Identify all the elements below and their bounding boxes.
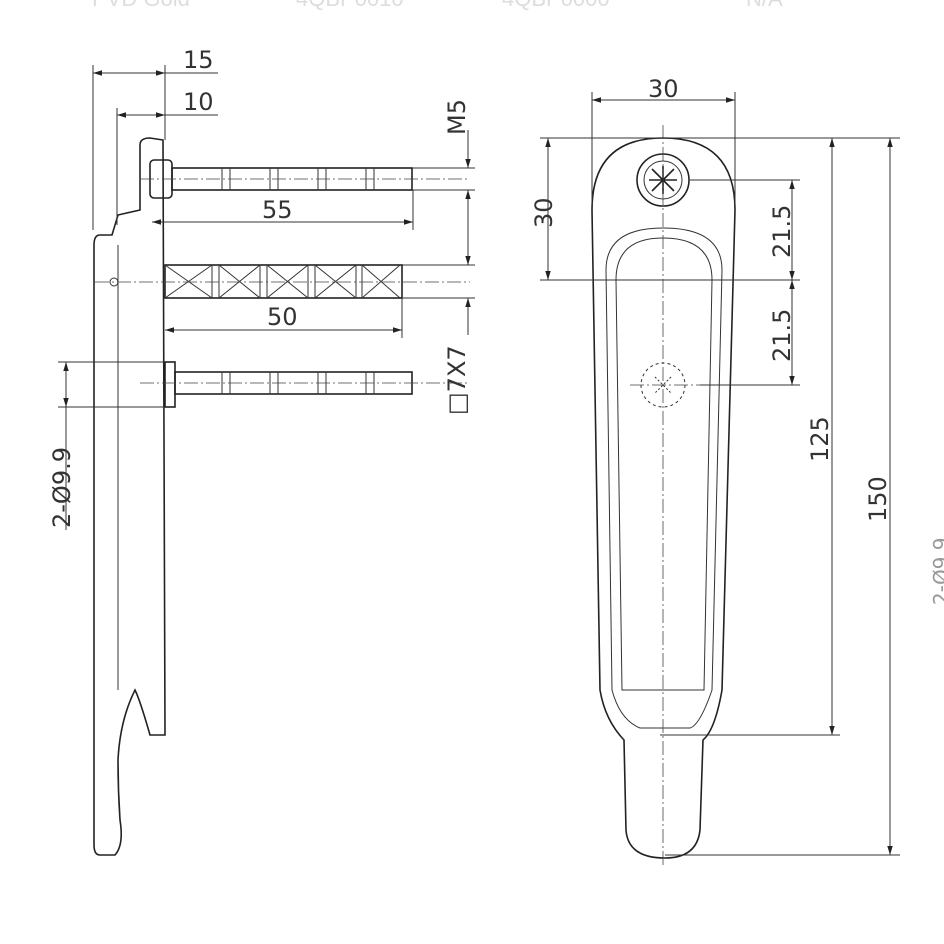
dim-125: 125 <box>806 416 834 462</box>
handle-body-profile <box>93 137 166 856</box>
dim-top-30: 30 <box>530 197 558 228</box>
handle-grip <box>615 237 713 691</box>
header-code-2: 4QBP0000 <box>502 0 610 11</box>
dim-50: 50 <box>267 303 298 331</box>
dim-150: 150 <box>864 476 892 522</box>
dim-width-30: 30 <box>648 75 679 103</box>
dim-55: 55 <box>262 196 293 224</box>
header-code-1: 4QBP0010 <box>296 0 404 11</box>
square-spindle <box>164 264 403 299</box>
dim-21-5-upper: 21.5 <box>768 205 796 258</box>
handle-outline <box>591 137 736 859</box>
dim-spindle-section: □7X7 <box>443 345 471 415</box>
bottom-screw <box>164 361 413 408</box>
dim-holes: 2-Ø9.9 <box>48 447 76 528</box>
front-view: 30 30 21.5 21.5 125 150 <box>530 75 900 865</box>
header-row: PVD Gold 4QBP0010 4QBP0000 N/A <box>92 0 783 11</box>
header-finish: PVD Gold <box>92 0 190 11</box>
handle-recess <box>605 227 723 729</box>
dim-10: 10 <box>183 88 214 116</box>
dim-15: 15 <box>183 46 214 74</box>
edge-fragment-label: 2-Ø9.9 <box>929 538 944 606</box>
dim-21-5-lower: 21.5 <box>768 309 796 362</box>
dim-m5: M5 <box>443 99 471 135</box>
header-na: N/A <box>746 0 783 11</box>
side-view: 15 10 55 50 M5 □7X7 2-Ø9.9 <box>48 46 475 856</box>
